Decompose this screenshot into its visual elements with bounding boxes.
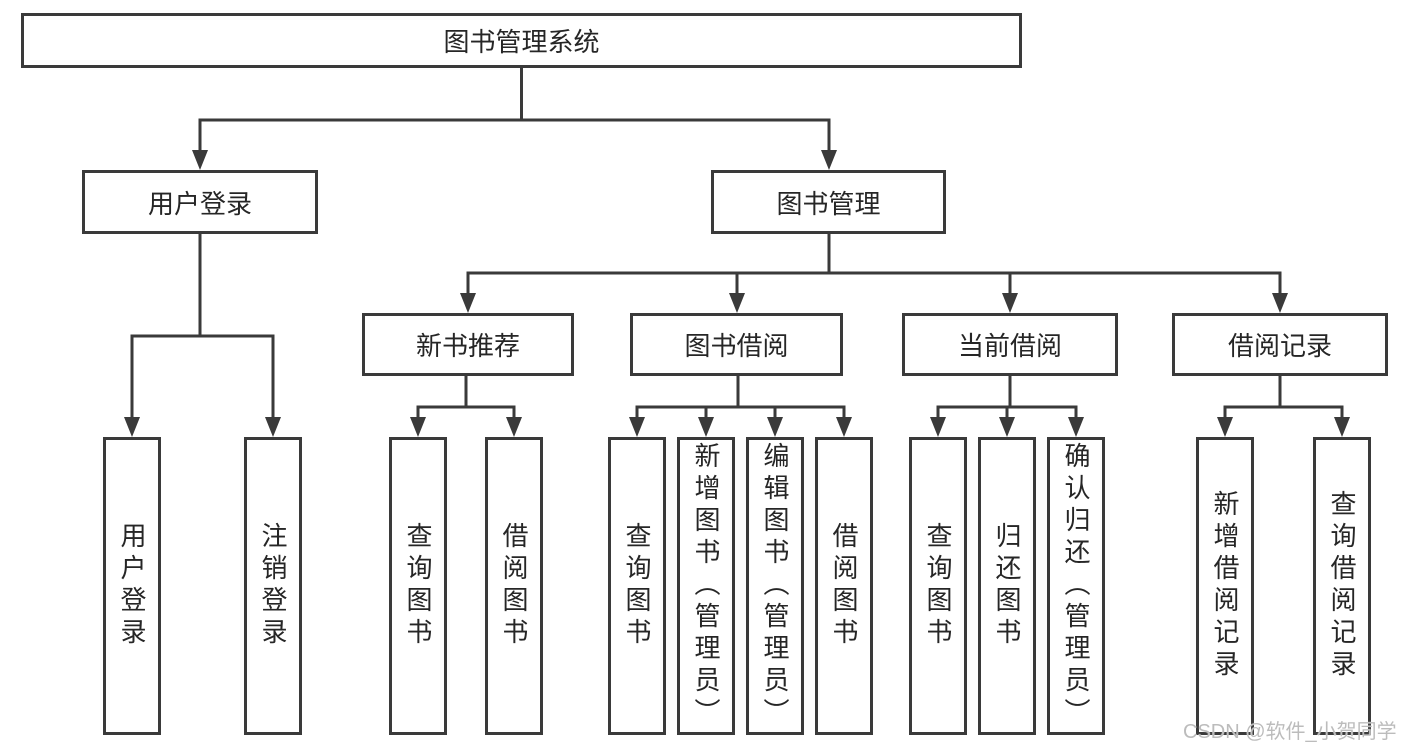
leaf-edit-books-admin: 编辑图书（管理员） (746, 437, 804, 735)
leaf-borrow-books-recommend: 借阅图书 (485, 437, 543, 735)
node-current-borrowing: 当前借阅 (902, 313, 1118, 376)
node-library-management-system: 图书管理系统 (21, 13, 1022, 68)
node-user-login: 用户登录 (82, 170, 318, 234)
leaf-query-books-borrow: 查询图书 (608, 437, 666, 735)
csdn-watermark: CSDN @软件_小贺同学 (1183, 721, 1397, 743)
leaf-query-books-recommend: 查询图书 (389, 437, 447, 735)
leaf-add-books-admin: 新增图书（管理员） (677, 437, 735, 735)
leaf-return-books: 归还图书 (978, 437, 1036, 735)
leaf-confirm-return-admin: 确认归还（管理员） (1047, 437, 1105, 735)
node-borrowing-records: 借阅记录 (1172, 313, 1388, 376)
node-book-management: 图书管理 (711, 170, 946, 234)
leaf-user-login: 用户登录 (103, 437, 161, 735)
leaf-logout: 注销登录 (244, 437, 302, 735)
leaf-query-borrow-record: 查询借阅记录 (1313, 437, 1371, 735)
leaf-query-books-current: 查询图书 (909, 437, 967, 735)
node-book-borrowing: 图书借阅 (630, 313, 843, 376)
node-new-book-recommendation: 新书推荐 (362, 313, 574, 376)
leaf-add-borrow-record: 新增借阅记录 (1196, 437, 1254, 735)
leaf-borrow-books: 借阅图书 (815, 437, 873, 735)
